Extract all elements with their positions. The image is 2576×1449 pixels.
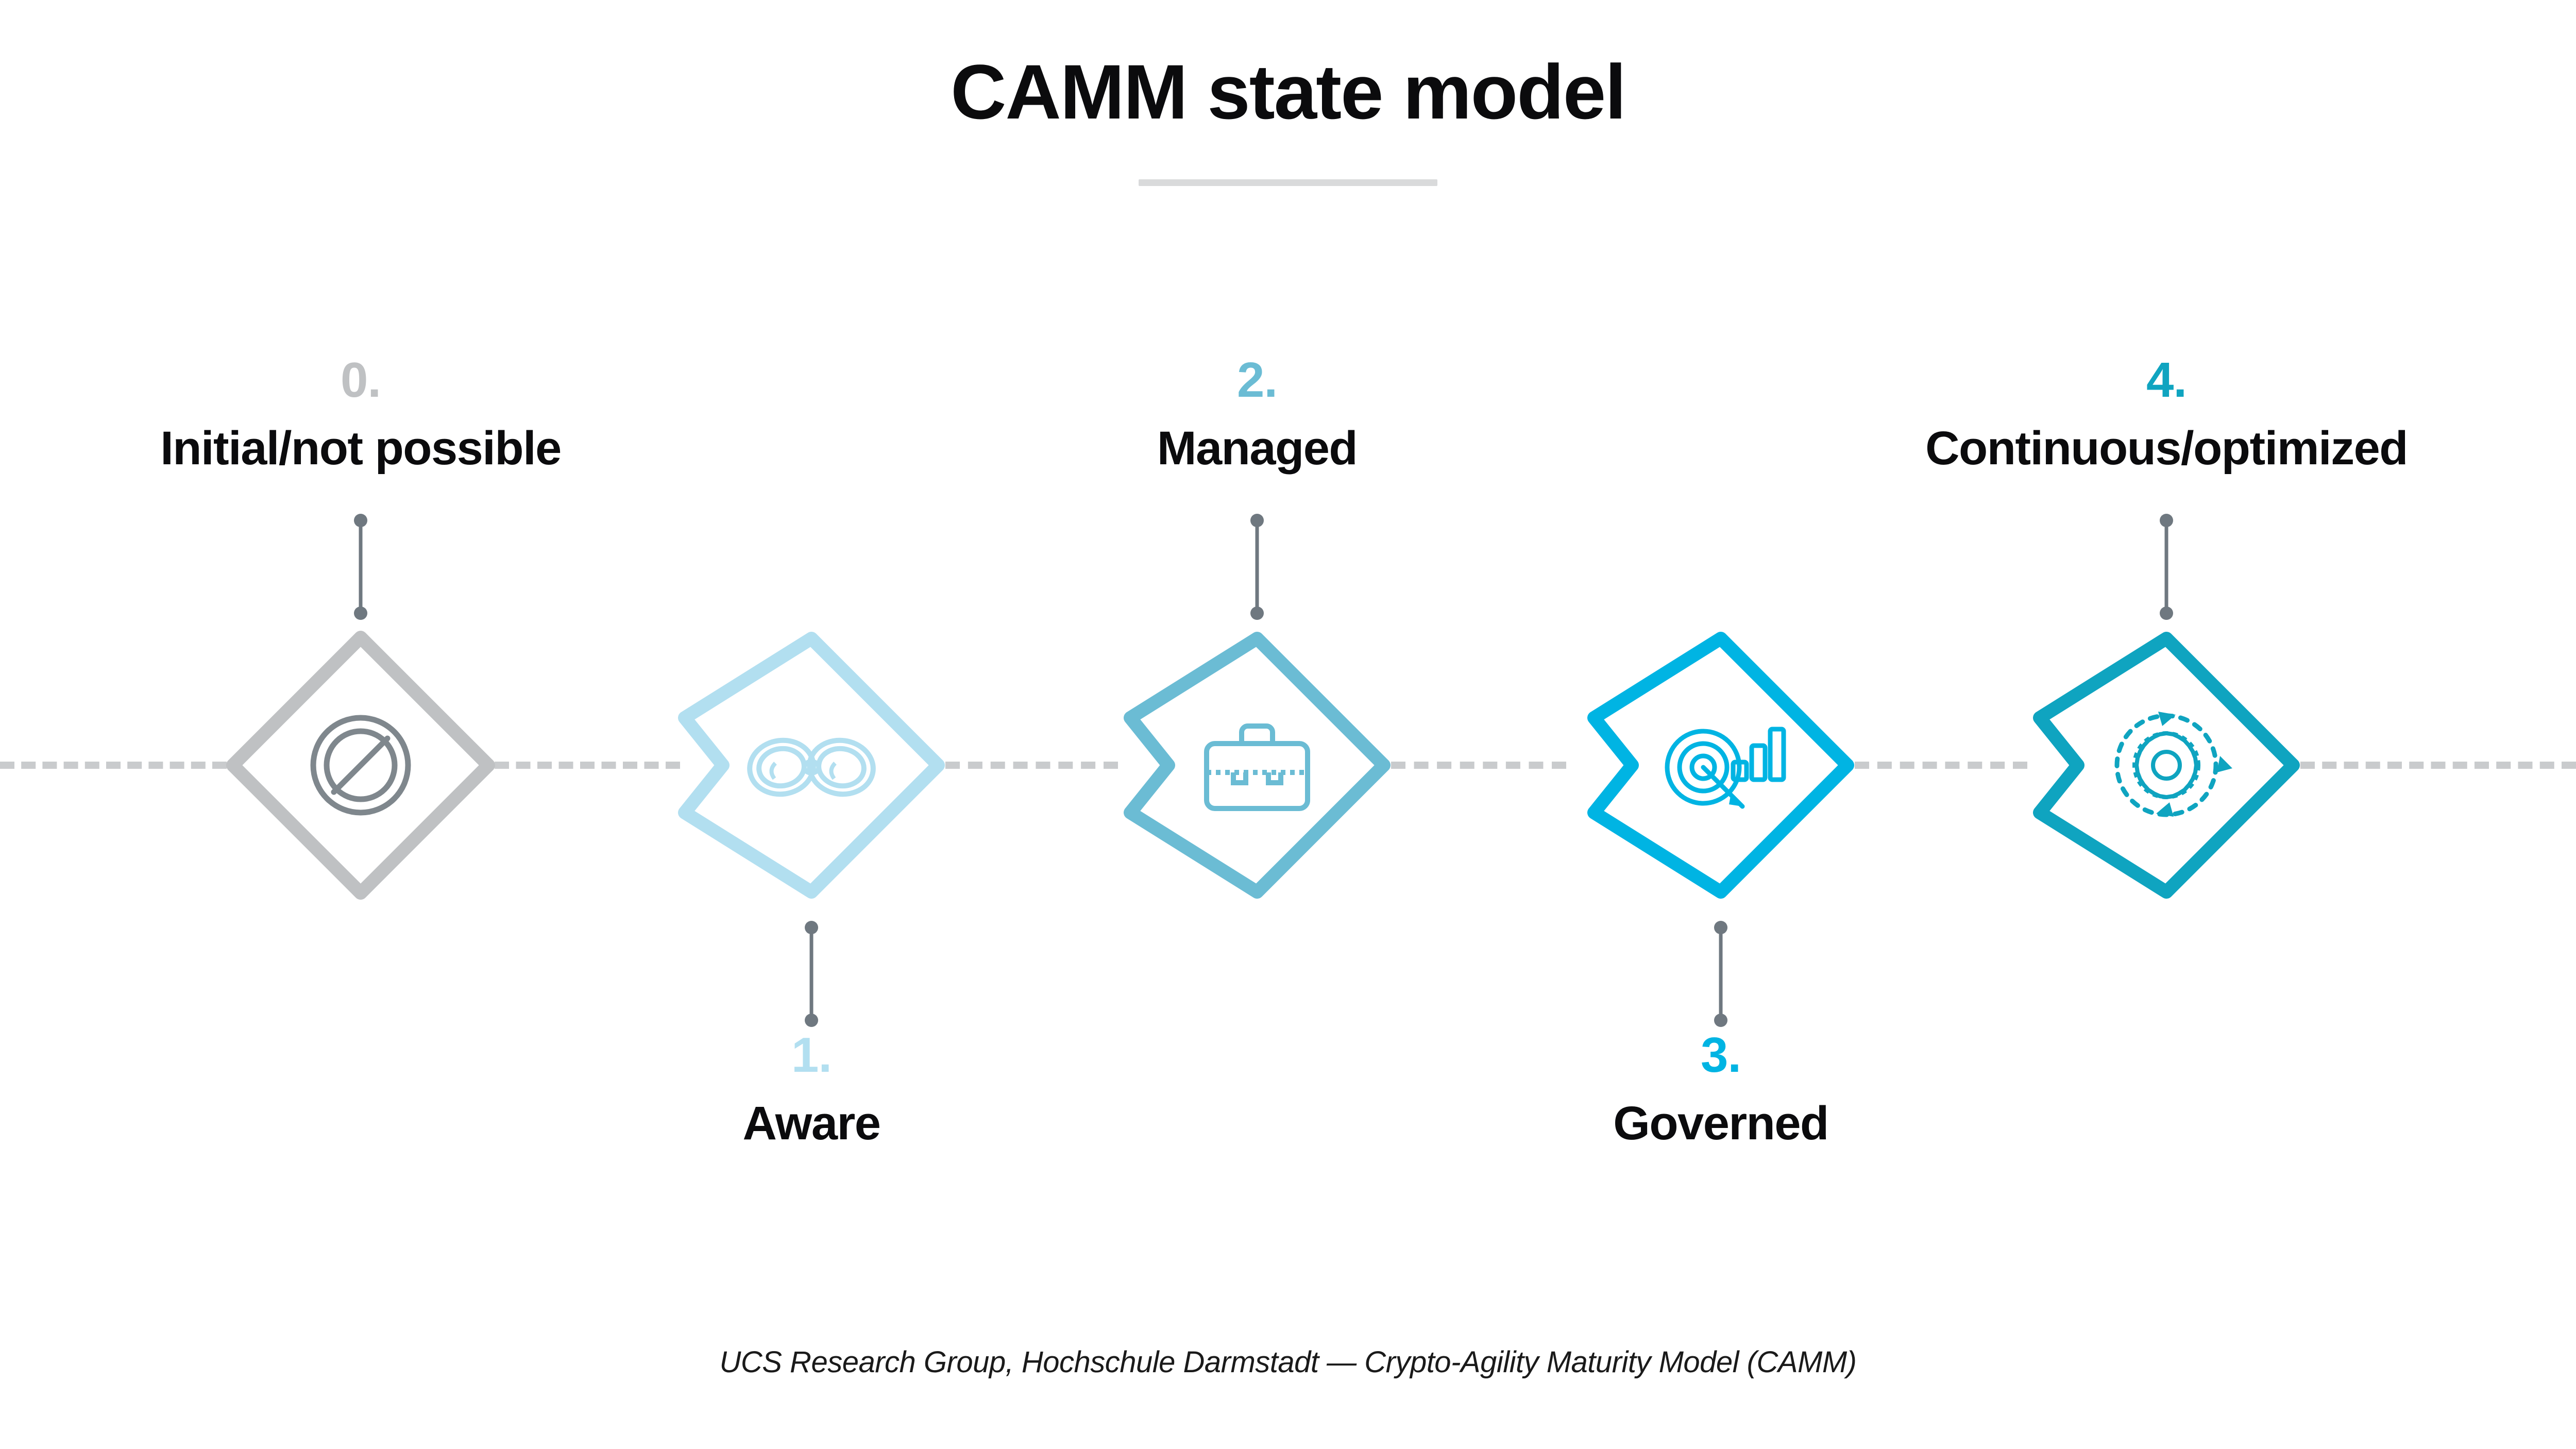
stage-number-0: 0.: [340, 352, 381, 408]
stage-node-4[interactable]: [2017, 616, 2316, 915]
stage-name-0: Initial/not possible: [160, 422, 562, 475]
baseline-segment: [1391, 762, 1566, 769]
stage-number-2: 2.: [1236, 352, 1278, 408]
baseline-track: [0, 762, 2576, 769]
page-title: CAMM state model: [951, 48, 1626, 135]
stage-number-3: 3.: [1700, 1027, 1741, 1083]
title-block: CAMM state model: [0, 48, 2576, 186]
diamond-notched-outline: [678, 632, 945, 899]
baseline-segment: [1855, 762, 2027, 769]
stage-connector-1: [801, 921, 822, 1027]
stage-label-0: 0. Initial/not possible: [0, 352, 773, 475]
briefcase-icon: [1204, 723, 1310, 811]
binoculars-icon: [747, 737, 876, 797]
stage-name-2: Managed: [1157, 422, 1358, 475]
stage-number-1: 1.: [791, 1027, 832, 1083]
stage-label-4: 4. Continuous/optimized: [1754, 352, 2576, 475]
diamond-notched-outline: [1124, 632, 1391, 899]
title-underline-rule: [1139, 179, 1437, 186]
stage-connector-3: [1710, 921, 1731, 1027]
baseline-segment: [495, 762, 680, 769]
stage-number-4: 4.: [2146, 352, 2187, 408]
source-caption: UCS Research Group, Hochschule Darmstadt…: [719, 1345, 1857, 1379]
baseline-segment: [2300, 762, 2576, 769]
baseline-segment: [945, 762, 1118, 769]
stage-connector-2: [1247, 514, 1267, 620]
prohibited-icon: [310, 715, 411, 816]
target-chart-icon: [1665, 727, 1786, 809]
stage-node-0[interactable]: [211, 616, 510, 915]
stage-name-1: Aware: [742, 1097, 881, 1150]
diamond-outline: [226, 631, 495, 900]
stage-node-3[interactable]: [1571, 616, 1870, 915]
gear-cycle-icon: [2114, 712, 2232, 817]
diamond-notched-outline: [2033, 632, 2300, 899]
stage-name-3: Governed: [1613, 1097, 1829, 1150]
stage-label-2: 2. Managed: [845, 352, 1669, 475]
stage-connector-4: [2156, 514, 2177, 620]
stage-connector-0: [350, 514, 371, 620]
stage-label-1: 1. Aware: [399, 1027, 1224, 1150]
stage-node-2[interactable]: [1108, 616, 1406, 915]
stage-label-3: 3. Governed: [1309, 1027, 2133, 1150]
diamond-notched-outline: [1587, 632, 1854, 899]
stage-name-4: Continuous/optimized: [1925, 422, 2408, 475]
baseline-segment: [0, 762, 227, 769]
stage-node-1[interactable]: [662, 616, 961, 915]
